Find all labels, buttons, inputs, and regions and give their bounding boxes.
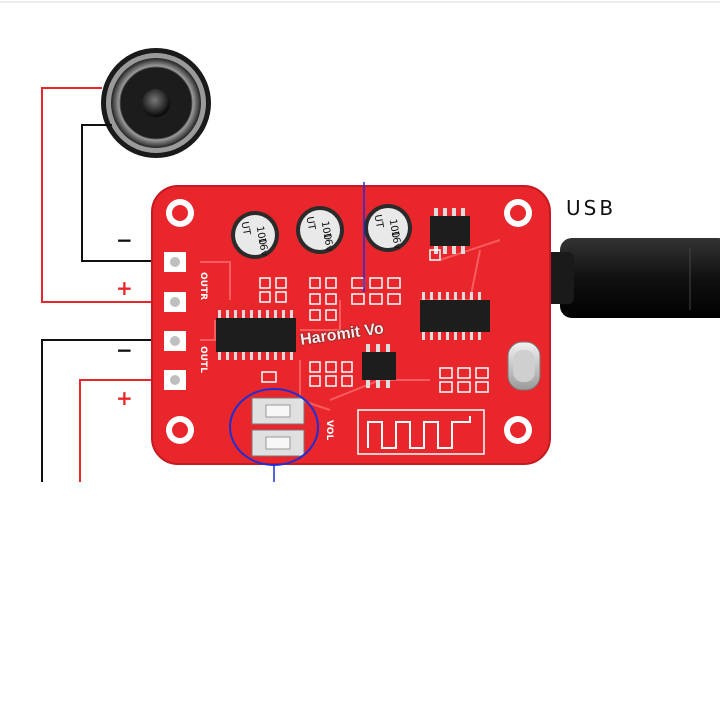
regulator-ic bbox=[362, 344, 396, 388]
capacitors: 100 16v UT 100 16v UT 100 16v UT bbox=[231, 204, 412, 259]
smd-components bbox=[259, 249, 489, 393]
volume-buttons bbox=[251, 397, 305, 457]
capacitor-2-brand: UT bbox=[304, 216, 317, 232]
bluetooth-ic bbox=[420, 292, 490, 340]
silk-outr-label: OUTR bbox=[198, 272, 208, 301]
output-pads bbox=[164, 252, 186, 390]
silk-outl-label: OUTL bbox=[198, 346, 208, 373]
crystal-oscillator bbox=[507, 341, 541, 391]
capacitor-2-voltage: 16v bbox=[321, 232, 335, 252]
capacitor-3-brand: UT bbox=[372, 214, 385, 230]
capacitor-2: 100 16v UT bbox=[296, 206, 344, 254]
capacitor-1-voltage: 16v bbox=[256, 237, 270, 257]
bluetooth-antenna bbox=[357, 409, 485, 455]
right-minus-sign: − bbox=[116, 228, 133, 252]
left-minus-sign: − bbox=[116, 338, 133, 362]
silk-vol-label: VOL bbox=[324, 420, 334, 441]
right-plus-sign: + bbox=[116, 276, 133, 300]
capacitor-3: 100 16v UT bbox=[364, 204, 412, 252]
capacitor-1-value: 100 bbox=[254, 225, 268, 246]
mounting-holes bbox=[166, 199, 532, 444]
speaker-icon bbox=[101, 48, 211, 158]
capacitor-1: 100 16v UT bbox=[231, 211, 279, 259]
capacitor-1-brand: UT bbox=[239, 221, 252, 237]
capacitor-3-voltage: 16v bbox=[389, 230, 403, 250]
right-channel-wires bbox=[41, 87, 168, 303]
capacitor-2-value: 100 bbox=[319, 220, 333, 241]
capacitor-3-value: 100 bbox=[387, 218, 401, 239]
left-plus-sign: + bbox=[116, 386, 133, 410]
left-channel-wires bbox=[41, 339, 168, 482]
highlight-markings bbox=[229, 182, 365, 482]
amplifier-ic bbox=[216, 310, 296, 360]
usb-label: USB bbox=[566, 196, 617, 220]
